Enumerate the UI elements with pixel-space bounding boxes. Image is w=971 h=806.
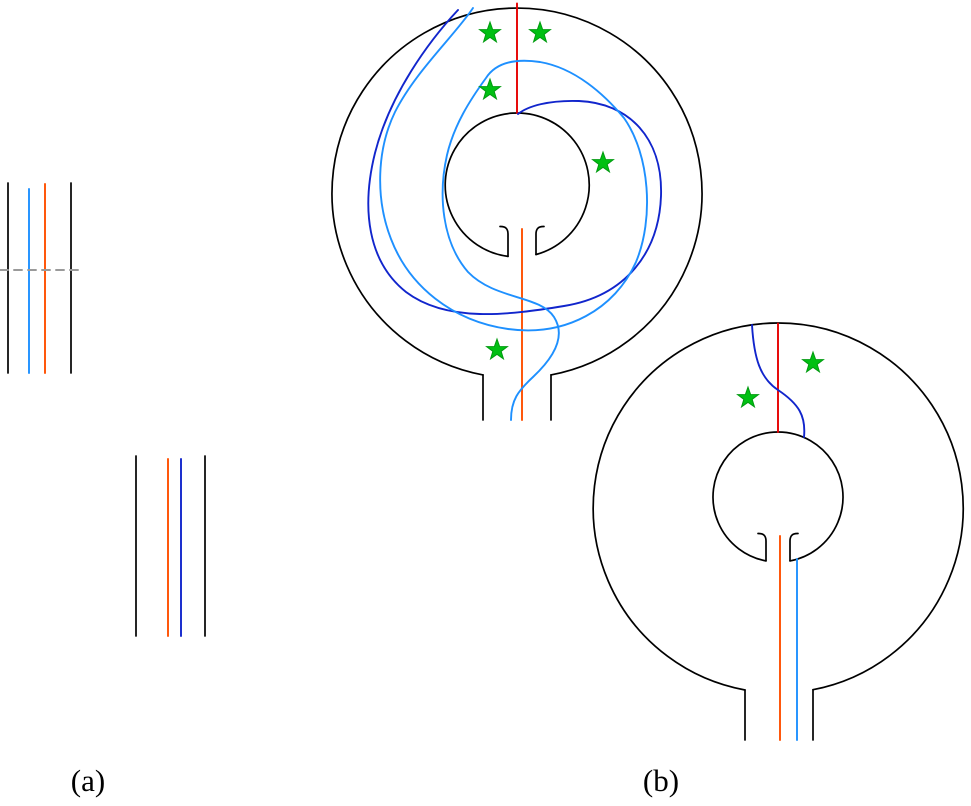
inner-boundary xyxy=(712,431,844,562)
marked-point-star xyxy=(802,351,824,373)
blue-spiral-arc xyxy=(367,9,662,315)
annulus-top xyxy=(331,2,703,421)
inner-slit-hook-right xyxy=(789,532,799,562)
panel-a-label: (a) xyxy=(71,763,105,798)
marked-point-star xyxy=(737,386,759,408)
inner-slit-hook-right xyxy=(535,225,545,256)
panel-b-label: (b) xyxy=(643,763,679,798)
marked-point-star xyxy=(479,21,501,43)
strip-diagram-bottom xyxy=(135,455,206,637)
marked-point-star xyxy=(529,21,551,43)
marked-point-star xyxy=(592,151,614,173)
marked-point-star xyxy=(486,338,508,360)
blue-s-arc xyxy=(751,324,806,438)
inner-slit-hook-left xyxy=(757,532,767,562)
strip-diagram-top xyxy=(0,182,80,374)
inner-boundary xyxy=(444,112,591,258)
inner-slit-hook-left xyxy=(499,225,509,258)
light-blue-spiral-arc xyxy=(379,7,648,421)
annulus-bottom xyxy=(592,322,965,741)
